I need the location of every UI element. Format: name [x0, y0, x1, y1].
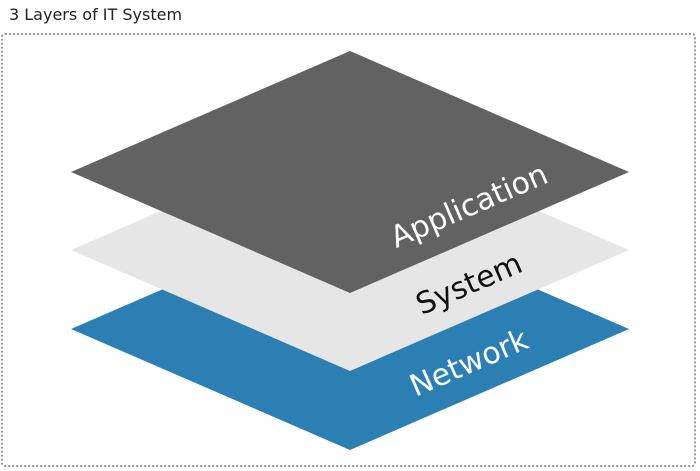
- layer-application: Application: [71, 51, 629, 293]
- application-layer-shape: [71, 51, 629, 293]
- diagram-frame: [1, 33, 696, 467]
- diagram-title: 3 Layers of IT System: [9, 5, 183, 24]
